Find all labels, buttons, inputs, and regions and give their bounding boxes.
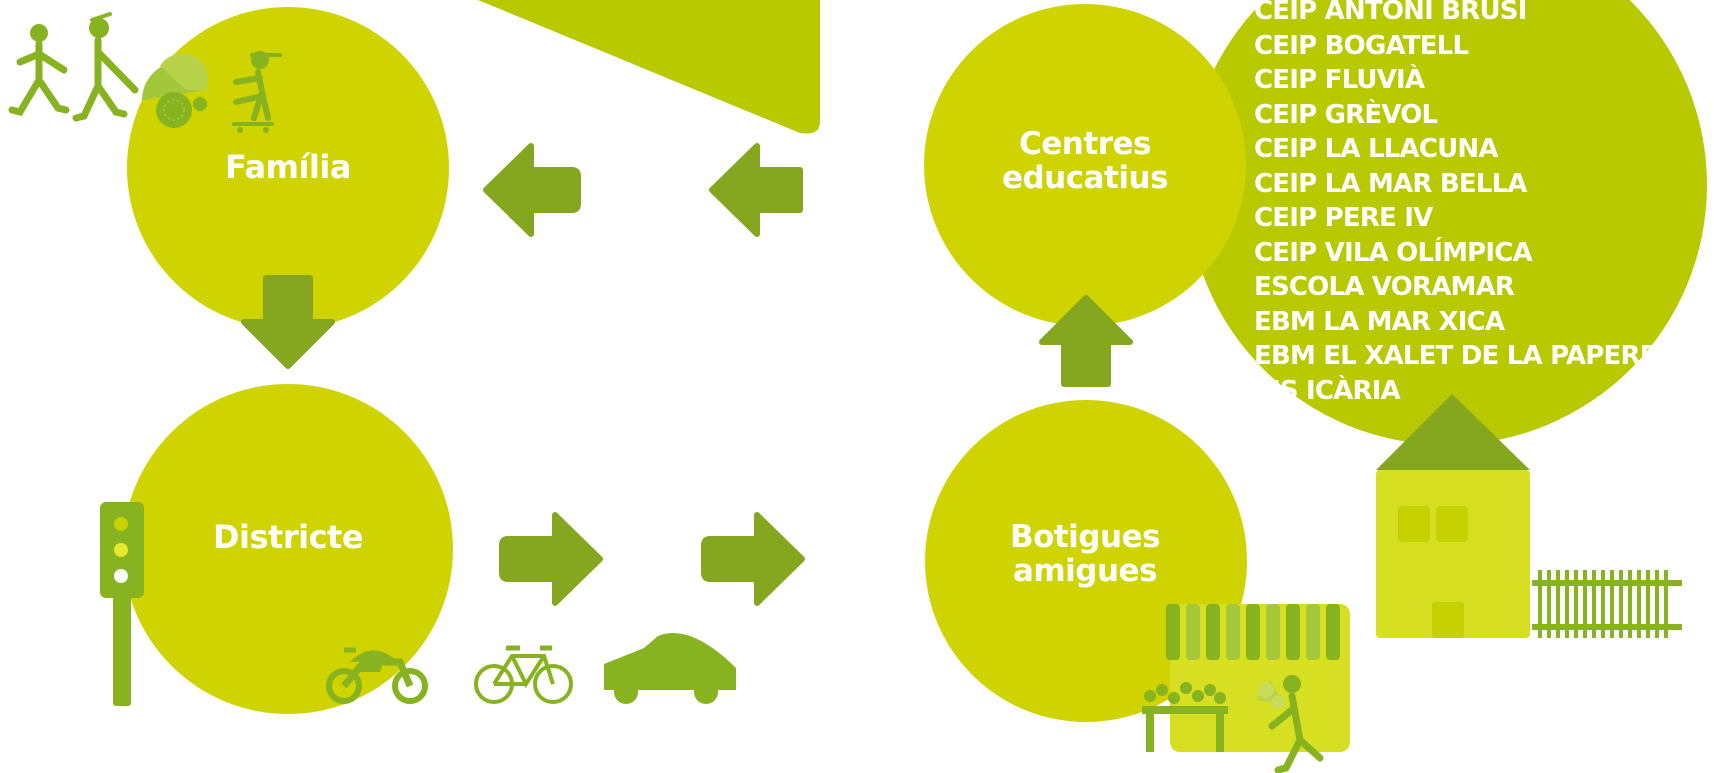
arrow-down [241, 275, 335, 369]
motorbike-icon [326, 647, 428, 704]
flower-vendor-icon [1256, 675, 1324, 773]
school-item: CEIP ANTONI BRUSI [1254, 0, 1527, 26]
botigues-amigues-label: Botigues amigues [985, 520, 1185, 588]
school-item: CEIP GRÈVOL [1254, 99, 1438, 130]
centres-educatius-circle [924, 4, 1246, 326]
districte-circle [123, 384, 453, 714]
arrow-left-1 [483, 143, 581, 237]
traffic-light-icon [100, 502, 144, 706]
fence-icon [1532, 570, 1682, 638]
botigues-line1: Botigues [1009, 519, 1161, 555]
arrow-up [1039, 295, 1133, 387]
school-item: CEIP LA LLACUNA [1254, 134, 1499, 164]
skateboard-kid-icon [232, 51, 282, 133]
arrow-left-2 [709, 143, 803, 237]
schools-list: CEIP ANTONI BRUSI CEIP BOGATELL CEIP FLU… [1254, 0, 1696, 408]
school-item: EBM LA MAR XICA [1254, 306, 1505, 337]
stroller-icon [141, 53, 209, 128]
school-item: CEIP BOGATELL [1254, 30, 1469, 61]
centres-educatius-label: Centres educatius [985, 127, 1185, 195]
house-icon [1376, 394, 1530, 638]
school-item: CEIP VILA OLÍMPICA [1254, 237, 1533, 268]
school-item: EBM EL XALET DE LA PAPERERA [1254, 341, 1696, 371]
schools-circle [1187, 0, 1707, 445]
walking-adult-icon [72, 12, 139, 122]
walking-girl-icon [8, 24, 70, 117]
school-item: CEIP FLUVIÀ [1254, 65, 1425, 95]
botigues-line2: amigues [1012, 553, 1158, 589]
school-item: ESCOLA VORAMAR [1254, 272, 1515, 302]
districte-label: Districte [212, 518, 364, 556]
familia-circle [127, 7, 449, 329]
arrow-right-1 [499, 512, 603, 606]
top-wedge-shape [478, 0, 820, 134]
school-item: CEIP LA MAR BELLA [1254, 168, 1527, 199]
arrow-right-2 [701, 512, 805, 606]
familia-label: Família [225, 148, 351, 186]
bicycle-icon [474, 645, 573, 704]
school-item: IES ICÀRIA [1254, 375, 1401, 406]
shop-awning-icon [1166, 604, 1350, 752]
school-item: CEIP PERE IV [1254, 203, 1433, 233]
car-icon [604, 633, 736, 704]
centres-line1: Centres [1019, 126, 1151, 162]
flower-stand-icon [1142, 682, 1228, 752]
centres-line2: educatius [1001, 160, 1169, 196]
